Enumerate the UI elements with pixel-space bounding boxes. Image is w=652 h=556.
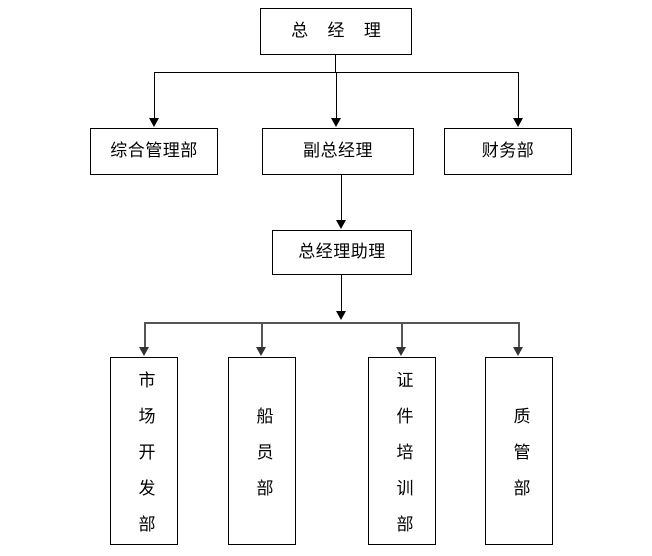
node-crew-dept[interactable]: 船员部 bbox=[228, 357, 296, 545]
node-market-development-dept[interactable]: 市场开发部 bbox=[110, 357, 178, 551]
connector-drop-certificate-training bbox=[401, 322, 403, 349]
arrow-head-quality-management bbox=[513, 347, 523, 356]
arrow-head-level4-bus bbox=[336, 311, 346, 320]
node-general-manager-assistant[interactable]: 总经理助理 bbox=[272, 230, 412, 275]
node-label-market-development-dept: 市场开发部 bbox=[134, 370, 155, 551]
connector-drop-deputy bbox=[336, 72, 337, 119]
arrow-head-crew bbox=[256, 347, 266, 356]
connector-assistant-stem bbox=[341, 275, 342, 313]
node-label-comprehensive-management-dept: 综合管理部 bbox=[110, 140, 198, 161]
node-quality-management-dept[interactable]: 质管部 bbox=[485, 357, 553, 545]
node-label-general-manager: 总 经 理 bbox=[291, 20, 388, 41]
connector-level4-bus bbox=[144, 322, 519, 324]
node-label-general-manager-assistant: 总经理助理 bbox=[298, 241, 386, 262]
node-label-finance-dept: 财务部 bbox=[481, 140, 535, 161]
arrow-head-certificate-training bbox=[396, 347, 406, 356]
node-finance-dept[interactable]: 财务部 bbox=[444, 128, 572, 175]
node-label-crew-dept: 船员部 bbox=[252, 406, 273, 515]
node-deputy-general-manager[interactable]: 副总经理 bbox=[262, 128, 414, 175]
node-certificate-training-dept[interactable]: 证件培训部 bbox=[368, 357, 436, 551]
connector-drop-comprehensive bbox=[154, 72, 155, 119]
arrow-head-comprehensive bbox=[149, 118, 159, 127]
connector-drop-crew bbox=[261, 322, 263, 349]
connector-drop-quality-management bbox=[518, 322, 520, 349]
connector-drop-market-development bbox=[144, 322, 146, 349]
arrow-head-market-development bbox=[139, 347, 149, 356]
node-comprehensive-management-dept[interactable]: 综合管理部 bbox=[90, 128, 218, 175]
arrow-head-finance bbox=[513, 118, 523, 127]
node-label-deputy-general-manager: 副总经理 bbox=[303, 140, 373, 161]
arrow-head-deputy bbox=[331, 118, 341, 127]
connector-gm-stem bbox=[335, 55, 336, 73]
node-label-certificate-training-dept: 证件培训部 bbox=[392, 370, 413, 551]
connector-drop-finance bbox=[518, 72, 519, 119]
node-label-quality-management-dept: 质管部 bbox=[509, 406, 530, 515]
connector-deputy-to-assistant bbox=[341, 175, 342, 221]
node-general-manager[interactable]: 总 经 理 bbox=[260, 8, 412, 55]
arrow-head-assistant bbox=[336, 220, 346, 229]
